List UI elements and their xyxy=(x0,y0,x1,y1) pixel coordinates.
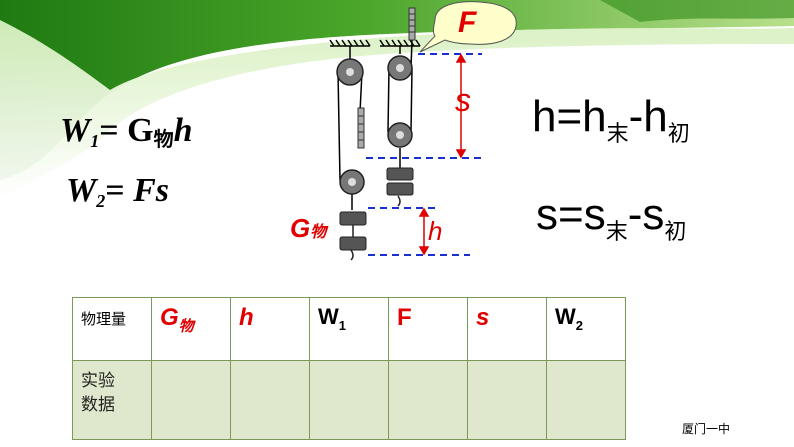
ceiling-right xyxy=(379,39,421,54)
equation-s: s=s末-s初 xyxy=(536,190,687,245)
table-cell: G物 xyxy=(151,297,231,361)
table-input-cell[interactable] xyxy=(467,360,547,440)
table-cell: 实验 数据 xyxy=(72,360,152,440)
header-w1: W1 xyxy=(318,304,346,333)
header-w2: W2 xyxy=(555,304,583,333)
s-arrow xyxy=(455,53,467,159)
h-arrow xyxy=(418,207,430,256)
formula-w2: W2= Fs xyxy=(66,172,170,211)
table-header-row: 物理量 G物 h W1 F s W2 xyxy=(72,297,626,361)
force-callout-bubble xyxy=(419,1,517,53)
reference-dashes xyxy=(366,53,482,256)
pulley-fixed-right xyxy=(387,55,413,81)
table-input-cell[interactable] xyxy=(151,360,231,440)
data-table: 物理量 G物 h W1 F s W2 实验 数据 xyxy=(72,297,626,440)
equation-h: h=h末-h初 xyxy=(532,92,690,147)
header-quantity: 物理量 xyxy=(81,311,127,328)
table-input-cell[interactable] xyxy=(546,360,626,440)
pulley-fixed-left xyxy=(336,58,364,86)
table-cell: s xyxy=(467,297,547,361)
table-input-cell[interactable] xyxy=(230,360,310,440)
footer-school: 厦门一中 xyxy=(682,422,731,436)
table-cell: F xyxy=(388,297,468,361)
header-f: F xyxy=(397,304,412,331)
label-weight-g: G物 xyxy=(290,213,327,243)
header-h: h xyxy=(239,304,254,331)
formula-w1: W1= G物h xyxy=(60,112,193,151)
pulley-movable-left xyxy=(339,169,365,195)
table-row: 实验 数据 xyxy=(72,360,626,440)
label-force-f: F xyxy=(458,6,477,39)
spring-scale-top xyxy=(408,7,416,41)
spring-scale-middle xyxy=(357,107,365,149)
header-g: G物 xyxy=(160,304,194,335)
label-height-h: h xyxy=(428,216,443,246)
table-cell: 物理量 xyxy=(72,297,152,361)
pulley-diagram xyxy=(329,1,517,261)
table-cell: h xyxy=(230,297,310,361)
ceiling-left xyxy=(329,39,371,60)
pulley-movable-right xyxy=(387,122,413,148)
row-label-data: 实验 数据 xyxy=(81,371,115,414)
label-distance-s: s xyxy=(455,82,471,118)
header-s: s xyxy=(476,304,490,331)
weights-right xyxy=(386,167,414,207)
table-cell: W2 xyxy=(546,297,626,361)
table-cell: W1 xyxy=(309,297,389,361)
table-input-cell[interactable] xyxy=(388,360,468,440)
table-input-cell[interactable] xyxy=(309,360,389,440)
weights-left xyxy=(339,211,367,261)
